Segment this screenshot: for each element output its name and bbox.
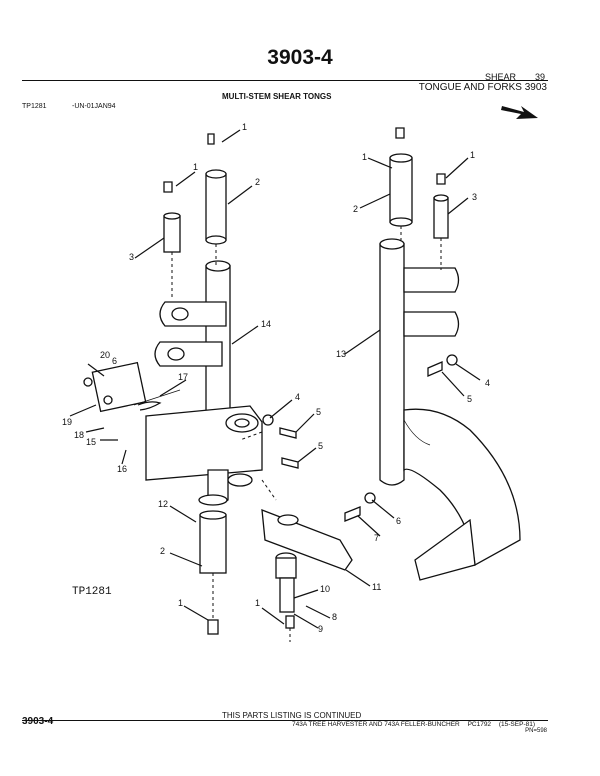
footer-book-info: 743A TREE HARVESTER AND 743A FELLER-BUNC…	[292, 721, 535, 728]
footer-book-title: 743A TREE HARVESTER AND 743A FELLER-BUNC…	[292, 721, 460, 728]
callout-9: 9	[318, 624, 323, 634]
direction-arrow-icon	[501, 106, 538, 119]
section-page-number: 39	[534, 72, 545, 82]
callout-3: 3	[472, 192, 477, 202]
callout-1: 1	[470, 150, 475, 160]
footer-pn: PN=598	[525, 728, 547, 734]
callout-2: 2	[255, 177, 260, 187]
callout-1: 1	[255, 598, 260, 608]
continued-notice: THIS PARTS LISTING IS CONTINUED	[222, 711, 362, 720]
callout-1: 1	[242, 122, 247, 132]
callout-6: 6	[396, 516, 401, 526]
callout-15: 15	[86, 437, 96, 447]
link-and-hardware	[83, 354, 458, 629]
callout-7: 7	[374, 533, 379, 543]
callout-16: 16	[117, 464, 127, 474]
callout-10: 10	[320, 584, 330, 594]
callout-11: 11	[372, 582, 381, 592]
callout-8: 8	[332, 612, 337, 622]
callout-19: 19	[62, 417, 72, 427]
figure-label: TP1281	[72, 586, 112, 598]
footer-pc-code: PC1792	[467, 721, 492, 728]
leader-lines	[69, 129, 481, 642]
exploded-parts-diagram: 1 1 2 3 14 20 6 17 19 18 15 16 4 5 5 12 …	[62, 122, 521, 642]
right-pins	[389, 127, 449, 239]
callout-numbers: 1 1 2 3 14 20 6 17 19 18 15 16 4 5 5 12 …	[62, 122, 490, 634]
diagram-subtitle: MULTI-STEM SHEAR TONGS	[222, 92, 332, 101]
callout-20: 20	[100, 350, 110, 360]
callout-17: 17	[178, 372, 188, 382]
reference-code: TP1281	[22, 103, 47, 110]
header-rule	[22, 80, 548, 81]
reference-date: -UN-01JAN94	[72, 103, 116, 110]
right-tong-assembly	[379, 238, 521, 581]
footer-date: (15-SEP-81)	[498, 721, 535, 728]
callout-2: 2	[353, 204, 358, 214]
callout-14: 14	[261, 319, 271, 329]
footer-rule	[22, 720, 548, 721]
callout-12: 12	[158, 499, 168, 509]
section-header: SHEAR 39	[485, 72, 545, 82]
callout-1: 1	[193, 162, 198, 172]
section-name: SHEAR	[484, 72, 516, 82]
group-name: TONGUE AND FORKS 3903	[418, 82, 547, 93]
callout-5: 5	[316, 407, 321, 417]
callout-5: 5	[467, 394, 472, 404]
left-pins	[163, 133, 228, 635]
callout-4: 4	[485, 378, 490, 388]
callout-13: 13	[336, 349, 346, 359]
callout-6: 6	[112, 356, 117, 366]
callout-1: 1	[178, 598, 183, 608]
callout-4: 4	[295, 392, 300, 402]
page-title: 3903-4	[267, 46, 333, 69]
callout-3: 3	[129, 252, 134, 262]
callout-2: 2	[160, 546, 165, 556]
callout-18: 18	[74, 430, 84, 440]
footer-page-number: 3903-4	[22, 716, 54, 727]
callout-5: 5	[318, 441, 323, 451]
callout-1: 1	[362, 152, 367, 162]
